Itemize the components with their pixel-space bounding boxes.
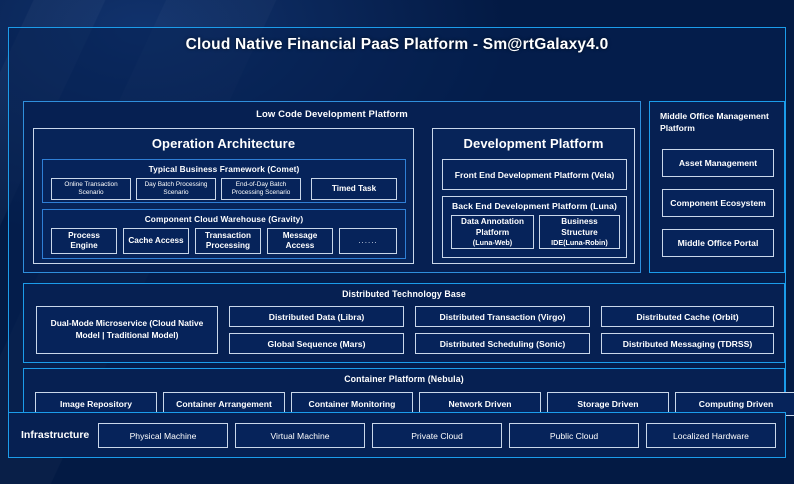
dtb-cell-distributed-scheduling[interactable]: Distributed Scheduling (Sonic) (415, 333, 590, 354)
main-platform-frame: Cloud Native Financial PaaS Platform - S… (8, 27, 794, 458)
infrastructure-panel: Infrastructure Physical Machine Virtual … (8, 412, 786, 458)
page-title: Cloud Native Financial PaaS Platform - S… (185, 36, 609, 53)
ccw-item-process-engine[interactable]: Process Engine (51, 228, 117, 254)
middle-office-title: Middle Office Management Platform (660, 111, 769, 133)
backend-item-business-structure-sub: IDE(Luna-Robin) (551, 237, 608, 247)
infrastructure-label: Infrastructure (21, 429, 90, 441)
back-end-development-platform-panel: Back End Development Platform (Luna) Dat… (442, 196, 627, 258)
middle-office-item-portal[interactable]: Middle Office Portal (662, 229, 774, 257)
infrastructure-item-localized-hardware[interactable]: Localized Hardware (646, 423, 776, 448)
development-platform-title: Development Platform (463, 136, 604, 151)
backend-item-data-annotation-name: Data Annotation Platform (461, 217, 524, 237)
tbf-item-online-transaction[interactable]: Online Transaction Scenario (51, 178, 131, 200)
dtb-cell-distributed-messaging[interactable]: Distributed Messaging (TDRSS) (601, 333, 774, 354)
backend-item-business-structure-name: Business Structure (561, 217, 598, 237)
dtb-dual-mode-microservice[interactable]: Dual-Mode Microservice (Cloud Native Mod… (36, 306, 218, 354)
component-cloud-warehouse-panel: Component Cloud Warehouse (Gravity) Proc… (42, 209, 406, 259)
dtb-cell-global-sequence[interactable]: Global Sequence (Mars) (229, 333, 404, 354)
infrastructure-item-physical-machine[interactable]: Physical Machine (98, 423, 228, 448)
middle-office-item-asset-management[interactable]: Asset Management (662, 149, 774, 177)
operation-architecture-title: Operation Architecture (151, 136, 296, 151)
typical-business-framework-panel: Typical Business Framework (Comet) Onlin… (42, 159, 406, 203)
tbf-item-day-batch[interactable]: Day Batch Processing Scenario (136, 178, 216, 200)
ccw-item-more[interactable]: ...... (339, 228, 397, 254)
tbf-item-eod-batch[interactable]: End-of-Day Batch Processing Scenario (221, 178, 301, 200)
infrastructure-item-private-cloud[interactable]: Private Cloud (372, 423, 502, 448)
backend-item-data-annotation-platform[interactable]: Data Annotation Platform (Luna-Web) (451, 215, 534, 249)
distributed-technology-base-panel: Distributed Technology Base Dual-Mode Mi… (23, 283, 785, 363)
ccw-item-cache-access[interactable]: Cache Access (123, 228, 189, 254)
middle-office-item-component-ecosystem[interactable]: Component Ecosystem (662, 189, 774, 217)
infrastructure-item-virtual-machine[interactable]: Virtual Machine (235, 423, 365, 448)
front-end-development-platform-box[interactable]: Front End Development Platform (Vela) (442, 159, 627, 190)
operation-architecture-panel: Operation Architecture Typical Business … (33, 128, 414, 264)
ccw-item-message-access[interactable]: Message Access (267, 228, 333, 254)
component-cloud-warehouse-title: Component Cloud Warehouse (Gravity) (144, 214, 304, 224)
middle-office-management-platform-panel: Middle Office Management Platform Asset … (649, 101, 785, 273)
dtb-cell-distributed-cache[interactable]: Distributed Cache (Orbit) (601, 306, 774, 327)
dtb-cell-distributed-transaction[interactable]: Distributed Transaction (Virgo) (415, 306, 590, 327)
infrastructure-item-public-cloud[interactable]: Public Cloud (509, 423, 639, 448)
back-end-development-platform-title: Back End Development Platform (Luna) (452, 201, 617, 211)
low-code-platform-title: Low Code Development Platform (256, 109, 408, 120)
tbf-item-timed-task[interactable]: Timed Task (311, 178, 397, 200)
dtb-cell-distributed-data[interactable]: Distributed Data (Libra) (229, 306, 404, 327)
typical-business-framework-title: Typical Business Framework (Comet) (148, 164, 300, 174)
ccw-item-transaction-processing[interactable]: Transaction Processing (195, 228, 261, 254)
distributed-technology-base-title: Distributed Technology Base (342, 289, 466, 299)
backend-item-data-annotation-sub: (Luna-Web) (472, 237, 513, 247)
backend-item-business-structure-ide[interactable]: Business Structure IDE(Luna-Robin) (539, 215, 620, 249)
development-platform-panel: Development Platform Front End Developme… (432, 128, 635, 264)
low-code-development-platform-panel: Low Code Development Platform Operation … (23, 101, 641, 273)
container-platform-title: Container Platform (Nebula) (344, 374, 464, 384)
